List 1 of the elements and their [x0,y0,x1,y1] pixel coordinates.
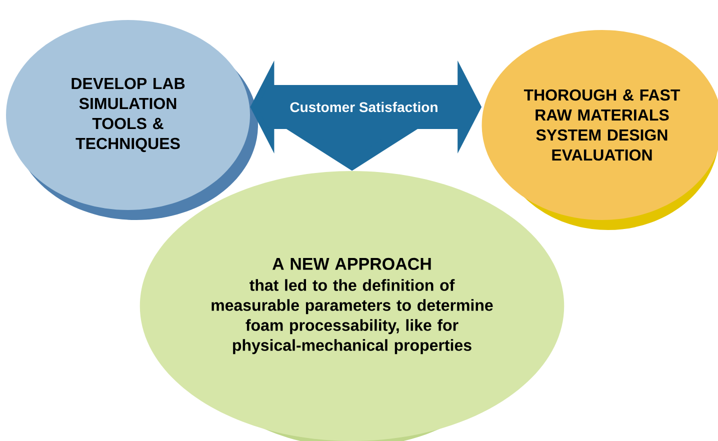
node-label: Customer Satisfaction [290,102,438,112]
